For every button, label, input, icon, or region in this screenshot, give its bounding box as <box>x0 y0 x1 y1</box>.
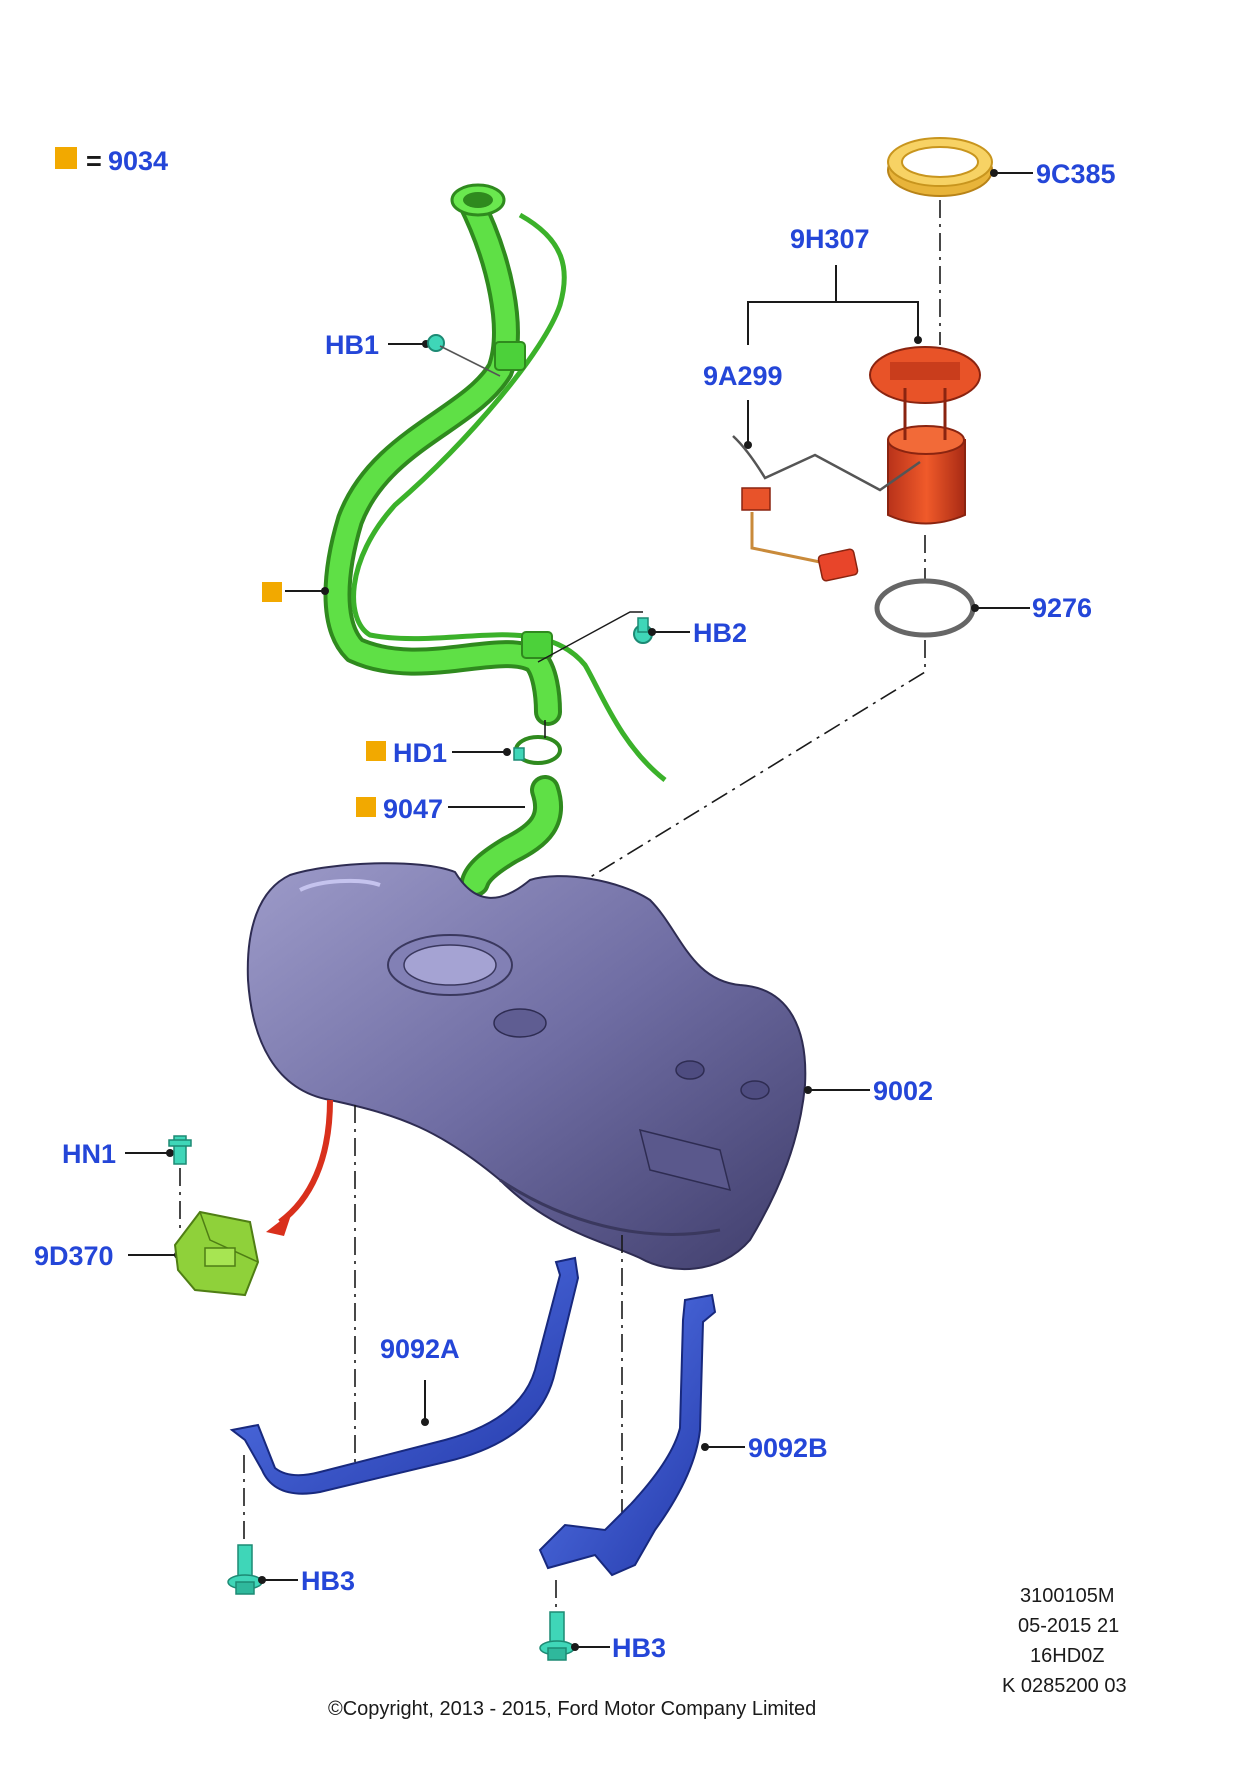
callout-HB2: HB2 <box>693 618 747 648</box>
drawing-code: 16HD0Z <box>1030 1645 1104 1667</box>
hose-clamp <box>513 735 562 765</box>
callout-9002: 9002 <box>873 1076 933 1106</box>
mounting-direction-arrow <box>266 1099 333 1236</box>
fuel-pump-module <box>869 346 981 525</box>
callout-9276: 9276 <box>1032 593 1092 623</box>
legend-equals: = <box>86 146 102 176</box>
copyright: ©Copyright, 2013 - 2015, Ford Motor Comp… <box>328 1698 816 1720</box>
callout-HB1: HB1 <box>325 330 379 360</box>
hb1-fastener <box>427 334 501 377</box>
lock-ring-part <box>887 137 993 197</box>
legend-code: 9034 <box>108 146 168 176</box>
marker-9034-pipe <box>262 582 282 602</box>
hn1-fastener <box>168 1135 192 1165</box>
drawing-date: 05-2015 21 <box>1018 1615 1119 1637</box>
fuel-filler-pipe <box>323 183 667 782</box>
callout-9A299: 9A299 <box>703 361 783 391</box>
callout-9D370: 9D370 <box>34 1241 114 1271</box>
hb3-bolt-right <box>539 1611 575 1661</box>
callout-HB3-left: HB3 <box>301 1566 355 1596</box>
callout-HD1: HD1 <box>393 738 447 768</box>
callout-HB3-right: HB3 <box>612 1633 666 1663</box>
drawing-number: 3100105M <box>1020 1585 1115 1607</box>
callout-9H307: 9H307 <box>790 224 870 254</box>
callout-9047: 9047 <box>383 794 443 824</box>
callout-9092A: 9092A <box>380 1334 460 1364</box>
marker-9034-hose <box>356 797 376 817</box>
legend-marker <box>55 147 77 169</box>
tank-strap-9092B <box>538 1293 717 1577</box>
o-ring-seal <box>874 578 976 638</box>
marker-9034-hd1 <box>366 741 386 761</box>
fuel-tank <box>246 862 807 1271</box>
callout-HN1: HN1 <box>62 1139 116 1169</box>
control-module <box>173 1210 260 1297</box>
fuel-level-sender <box>732 435 921 582</box>
callout-9C385: 9C385 <box>1036 159 1116 189</box>
callout-9092B: 9092B <box>748 1433 828 1463</box>
drawing-ref: K 0285200 03 <box>1002 1675 1127 1697</box>
tank-strap-9092A <box>229 1256 580 1495</box>
hb3-bolt-left <box>227 1544 263 1595</box>
filler-hose <box>460 775 564 897</box>
